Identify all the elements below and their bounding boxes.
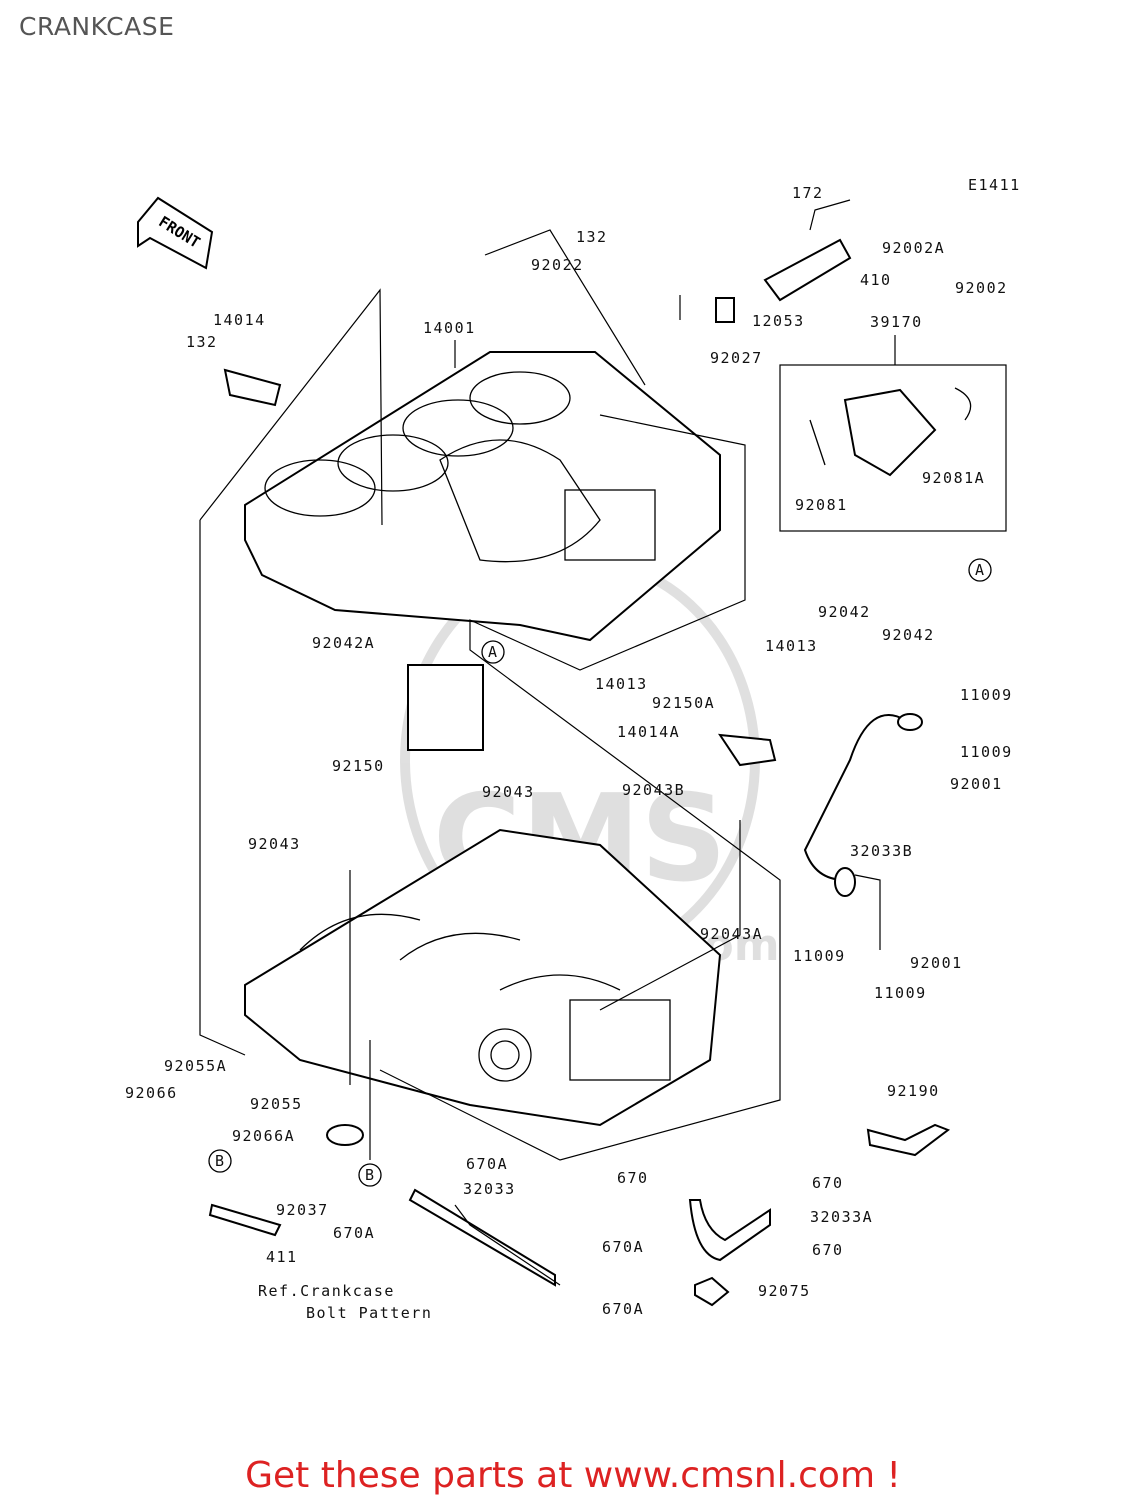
part-label: 92081A	[922, 469, 985, 487]
part-label: 92150A	[652, 694, 715, 712]
part-label: 14013	[595, 675, 648, 693]
part-label: 32033A	[810, 1208, 873, 1226]
part-label: 39170	[870, 313, 923, 331]
part-label: 92081	[795, 496, 848, 514]
diagram-code: E1411	[968, 176, 1021, 194]
chain-guide-box	[779, 364, 1007, 532]
part-label: 670	[617, 1169, 649, 1187]
part-label: 92190	[887, 1082, 940, 1100]
part-label: 92150	[332, 757, 385, 775]
lower-crankcase	[244, 828, 722, 1127]
callouts: A A B B	[208, 558, 992, 1187]
part-label: 11009	[960, 686, 1013, 704]
callout-b: B	[365, 1166, 376, 1184]
part-label: 92002A	[882, 239, 945, 257]
part-label: 92037	[276, 1201, 329, 1219]
ref-note-line-2: Bolt Pattern	[306, 1304, 432, 1322]
part-label: 32033	[463, 1180, 516, 1198]
page-title: CRANKCASE	[19, 12, 175, 41]
exploded-parts-diagram: CMS www.cmsnl.com FRONT	[125, 176, 1021, 1322]
part-label: 92042	[818, 603, 871, 621]
callout-a: A	[975, 561, 986, 579]
part-label: 410	[860, 271, 892, 289]
part-label: 411	[266, 1248, 298, 1266]
part-label: 670A	[333, 1224, 375, 1242]
part-label: 92043	[248, 835, 301, 853]
part-label: 92001	[910, 954, 963, 972]
part-label: 92043	[482, 783, 535, 801]
callout-b: B	[215, 1152, 226, 1170]
part-label: 670A	[466, 1155, 508, 1173]
part-label: 92001	[950, 775, 1003, 793]
part-label: 32033B	[850, 842, 913, 860]
part-label: 92043B	[622, 781, 685, 799]
part-label: 14013	[765, 637, 818, 655]
part-label: 12053	[752, 312, 805, 330]
ref-note-line-1: Ref.Crankcase	[258, 1282, 395, 1300]
part-label: 14014A	[617, 723, 680, 741]
part-label: 11009	[960, 743, 1013, 761]
part-label: 92042	[882, 626, 935, 644]
part-label: 92043A	[700, 925, 763, 943]
part-label: 14014	[213, 311, 266, 329]
part-label: 14001	[423, 319, 476, 337]
part-label: 132	[186, 333, 218, 351]
part-label: 92075	[758, 1282, 811, 1300]
part-label: 92066	[125, 1084, 178, 1102]
part-label: 92022	[531, 256, 584, 274]
part-label: 670A	[602, 1300, 644, 1318]
part-label: 92055	[250, 1095, 303, 1113]
small-parts	[208, 238, 951, 1307]
part-label: 670A	[602, 1238, 644, 1256]
part-labels: E1411 172 132 92002A 92022 410 12053 920…	[125, 176, 1021, 1322]
part-label: 172	[792, 184, 824, 202]
part-label: 670	[812, 1241, 844, 1259]
part-label: 92002	[955, 279, 1008, 297]
part-label: 92042A	[312, 634, 375, 652]
part-label: 670	[812, 1174, 844, 1192]
part-label: 11009	[793, 947, 846, 965]
leader-lines	[199, 199, 896, 1286]
part-label: 92055A	[164, 1057, 227, 1075]
footer-link[interactable]: Get these parts at www.cmsnl.com !	[245, 1455, 901, 1496]
part-label: 11009	[874, 984, 927, 1002]
oil-pipe-32033b	[803, 713, 923, 897]
front-arrow-icon: FRONT	[137, 196, 214, 270]
part-label: 92066A	[232, 1127, 295, 1145]
callout-a: A	[488, 643, 499, 661]
part-label: 132	[576, 228, 608, 246]
upper-crankcase	[244, 351, 721, 642]
part-label: 92027	[710, 349, 763, 367]
